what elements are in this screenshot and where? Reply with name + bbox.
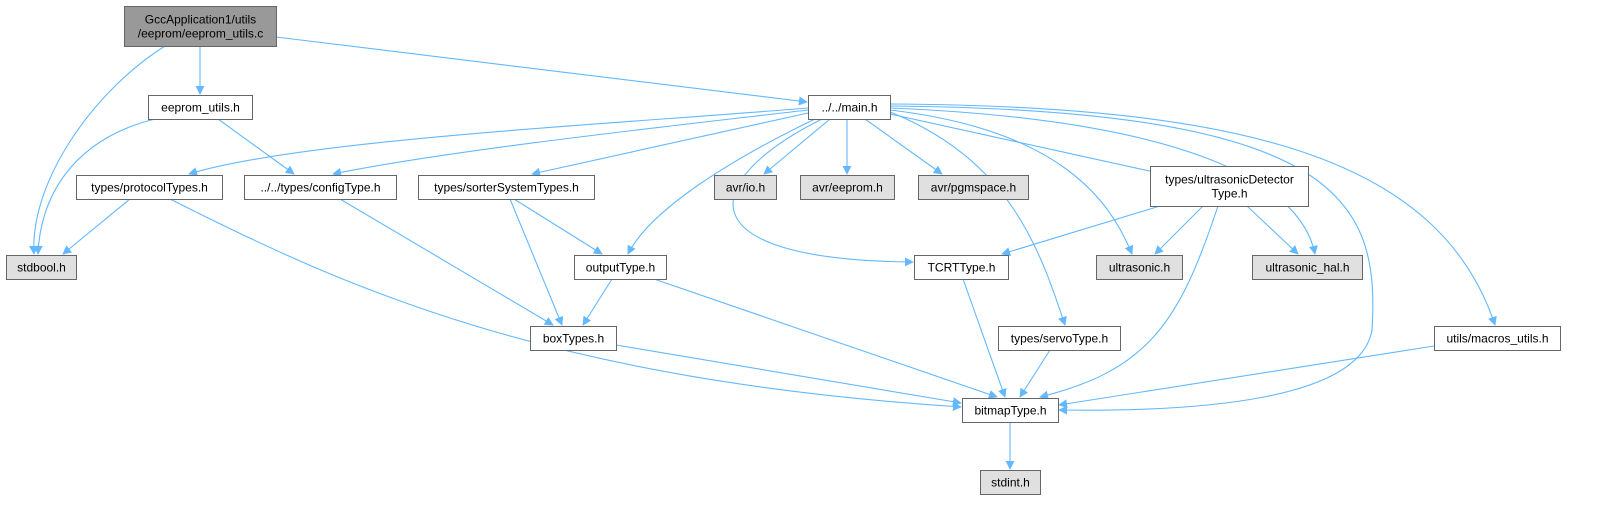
edge-main_h-to-outputtype_h [627, 118, 816, 255]
node-label: stdbool.h [17, 261, 66, 275]
node-label: boxTypes.h [543, 332, 604, 346]
edge-eeprom_utils_h-to-stdbool_h [33, 118, 156, 255]
node-servotype_h[interactable]: types/servoType.h [998, 326, 1121, 351]
edge-outputtype_h-to-boxtypes_h [582, 278, 613, 326]
edge-tcrttype_h-to-bitmaptype_h [962, 278, 1007, 398]
node-stdint_h: stdint.h [980, 470, 1041, 495]
edge-main_h-to-bitmaptype_h [889, 105, 1374, 415]
node-box [76, 175, 223, 200]
edge-main_h-to-avr_pgmspace_h [864, 118, 943, 175]
node-label: avr/io.h [726, 181, 765, 195]
edge-configtype_h-to-boxtypes_h [339, 198, 554, 326]
edge-main_h-to-avr_io_h [763, 118, 831, 175]
edge-macros_utils_h-to-bitmaptype_h [1058, 345, 1435, 409]
node-box [1252, 255, 1363, 280]
edge-main_h-to-protocoltypes_h [188, 107, 809, 176]
node-tcrttype_h[interactable]: TCRTType.h [914, 255, 1009, 280]
edge-eeprom_utils_h-to-configtype_h [217, 118, 295, 175]
edge-sortersystemtypes_h-to-boxtypes_h [509, 198, 564, 326]
node-outputtype_h[interactable]: outputType.h [574, 255, 667, 280]
node-box [244, 175, 397, 200]
edge-outputtype_h-to-bitmaptype_h [653, 278, 998, 399]
edge-main_h-to-ultrasonic_hal_h [889, 107, 1318, 255]
edge-main_h-to-macros_utils_h [889, 103, 1497, 326]
node-box [800, 175, 895, 200]
node-label: bitmapType.h [974, 404, 1046, 418]
node-main_h[interactable]: ../../main.h [808, 95, 891, 120]
node-label: outputType.h [586, 261, 655, 275]
node-label: ../../types/configType.h [260, 181, 380, 195]
node-box [1096, 255, 1183, 280]
node-box [6, 255, 77, 280]
node-avr_pgmspace_h: avr/pgmspace.h [918, 175, 1029, 200]
node-box [530, 326, 617, 351]
node-label: types/sorterSystemTypes.h [434, 181, 579, 195]
edge-protocoltypes_h-to-stdbool_h [62, 198, 131, 255]
node-root[interactable]: GccApplication1/utils/eeprom/eeprom_util… [124, 6, 277, 47]
node-box [918, 175, 1029, 200]
node-box [808, 95, 891, 120]
node-label: eeprom_utils.h [161, 101, 240, 115]
node-label: utils/macros_utils.h [1446, 332, 1548, 346]
edge-main_h-to-tcrttype_h [732, 118, 914, 267]
edge-protocoltypes_h-to-bitmaptype_h [169, 198, 962, 411]
edge-layer [29, 36, 1497, 470]
node-label: Type.h [1211, 187, 1247, 201]
node-label: types/protocolTypes.h [91, 181, 208, 195]
edge-ultrasonicdetectortype_h-to-ultrasonic_hal_h [1246, 205, 1299, 255]
edge-root-to-main_h [275, 36, 808, 106]
node-eeprom_utils_h[interactable]: eeprom_utils.h [148, 95, 253, 120]
edge-boxtypes_h-to-bitmaptype_h [615, 344, 962, 407]
node-box [1434, 326, 1561, 351]
edge-main_h-to-configtype_h [332, 109, 809, 177]
node-box [418, 175, 595, 200]
node-ultrasonic_h: ultrasonic.h [1096, 255, 1183, 280]
node-layer: GccApplication1/utils/eeprom/eeprom_util… [6, 6, 1561, 495]
node-box [998, 326, 1121, 351]
node-macros_utils_h[interactable]: utils/macros_utils.h [1434, 326, 1561, 351]
node-label: GccApplication1/utils [145, 13, 256, 27]
node-box [574, 255, 667, 280]
node-label: /eeprom/eeprom_utils.c [138, 27, 263, 41]
node-label: avr/eeprom.h [812, 181, 883, 195]
edge-ultrasonicdetectortype_h-to-bitmaptype_h [1039, 205, 1219, 400]
node-label: ultrasonic_hal.h [1265, 261, 1349, 275]
edge-servotype_h-to-bitmaptype_h [1019, 349, 1051, 398]
node-label: ../../main.h [821, 101, 877, 115]
node-label: TCRTType.h [928, 261, 996, 275]
node-label: types/servoType.h [1011, 332, 1108, 346]
edge-main_h-to-ultrasonic_h [889, 109, 1134, 255]
node-box [980, 470, 1041, 495]
edge-ultrasonicdetectortype_h-to-ultrasonic_h [1154, 205, 1204, 255]
node-box [714, 175, 777, 200]
node-box [962, 398, 1059, 423]
edge-sortersystemtypes_h-to-outputtype_h [513, 198, 603, 255]
node-label: ultrasonic.h [1109, 261, 1170, 275]
node-avr_io_h: avr/io.h [714, 175, 777, 200]
node-label: types/ultrasonicDetector [1165, 173, 1294, 187]
edge-ultrasonicdetectortype_h-to-tcrttype_h [1001, 205, 1161, 256]
node-box [1150, 166, 1309, 207]
node-configtype_h[interactable]: ../../types/configType.h [244, 175, 397, 200]
edge-main_h-to-servotype_h [889, 111, 1067, 326]
node-bitmaptype_h[interactable]: bitmapType.h [962, 398, 1059, 423]
node-protocoltypes_h[interactable]: types/protocolTypes.h [76, 175, 223, 200]
edge-main_h-to-ultrasonicdetectortype_h [889, 113, 1173, 179]
node-stdbool_h: stdbool.h [6, 255, 77, 280]
node-box [914, 255, 1009, 280]
edge-main_h-to-sortersystemtypes_h [531, 112, 809, 177]
node-box [148, 95, 253, 120]
node-ultrasonic_hal_h: ultrasonic_hal.h [1252, 255, 1363, 280]
node-boxtypes_h[interactable]: boxTypes.h [530, 326, 617, 351]
node-label: avr/pgmspace.h [931, 181, 1016, 195]
node-sortersystemtypes_h[interactable]: types/sorterSystemTypes.h [418, 175, 595, 200]
edge-root-to-stdbool_h [29, 45, 166, 255]
node-box [124, 6, 277, 47]
node-label: stdint.h [991, 476, 1030, 490]
node-avr_eeprom_h: avr/eeprom.h [800, 175, 895, 200]
